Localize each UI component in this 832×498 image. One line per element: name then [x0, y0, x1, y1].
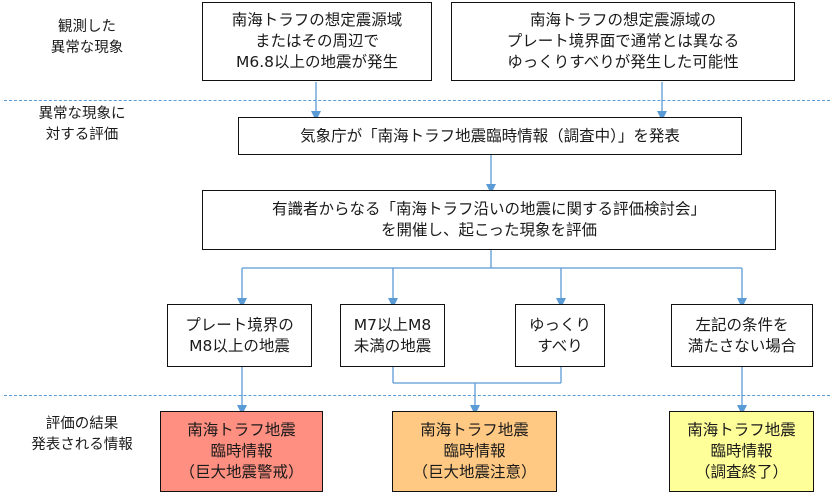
trigger-text-earthquake: 南海トラフの想定震源域 またはその周辺で M6.8以上の地震が発生	[231, 11, 403, 71]
stage-label-evaluation: 異常な現象に 対する評価	[38, 106, 126, 143]
stage-divider-1	[4, 100, 830, 101]
result-box-advisory: 南海トラフ地震 臨時情報 （巨大地震注意）	[392, 411, 557, 492]
case-box-m7-m8: M7以上M8 未満の地震	[340, 304, 445, 367]
case-text-slow-slip: ゆっくり すべり	[528, 315, 591, 355]
case-text-other: 左記の条件を 満たさない場合	[687, 315, 797, 355]
stage-label-result: 評価の結果 発表される情報	[31, 416, 133, 453]
result-text-complete: 南海トラフ地震 臨時情報 （調査終了）	[687, 421, 796, 481]
expert-committee-box: 有識者からなる「南海トラフ沿いの地震に関する評価検討会」 を開催し、起こった現象…	[202, 190, 776, 250]
case-box-other: 左記の条件を 満たさない場合	[671, 304, 813, 367]
result-box-warning: 南海トラフ地震 臨時情報 （巨大地震警戒）	[160, 411, 323, 492]
result-text-advisory: 南海トラフ地震 臨時情報 （巨大地震注意）	[412, 421, 537, 481]
case-text-plate-m8: プレート境界の M8以上の地震	[185, 315, 294, 355]
case-box-plate-m8: プレート境界の M8以上の地震	[167, 304, 312, 367]
jma-announcement-box: 気象庁が「南海トラフ地震臨時情報（調査中）」を発表	[238, 117, 742, 155]
trigger-box-earthquake: 南海トラフの想定震源域 またはその周辺で M6.8以上の地震が発生	[202, 2, 432, 81]
stage-divider-2	[4, 395, 830, 396]
case-text-m7-m8: M7以上M8 未満の地震	[353, 315, 432, 355]
result-text-warning: 南海トラフ地震 臨時情報 （巨大地震警戒）	[179, 421, 304, 481]
expert-committee-text: 有識者からなる「南海トラフ沿いの地震に関する評価検討会」 を開催し、起こった現象…	[271, 200, 706, 239]
result-box-complete: 南海トラフ地震 臨時情報 （調査終了）	[669, 411, 814, 492]
jma-announcement-text: 気象庁が「南海トラフ地震臨時情報（調査中）」を発表	[300, 126, 680, 145]
trigger-box-slow-slip: 南海トラフの想定震源域の プレート境界面で通常とは異なる ゆっくりすべりが発生し…	[451, 2, 795, 81]
case-box-slow-slip: ゆっくり すべり	[515, 304, 605, 367]
stage-label-observed: 観測した 異常な現象	[50, 19, 124, 56]
trigger-text-slow-slip: 南海トラフの想定震源域の プレート境界面で通常とは異なる ゆっくりすべりが発生し…	[506, 11, 740, 71]
